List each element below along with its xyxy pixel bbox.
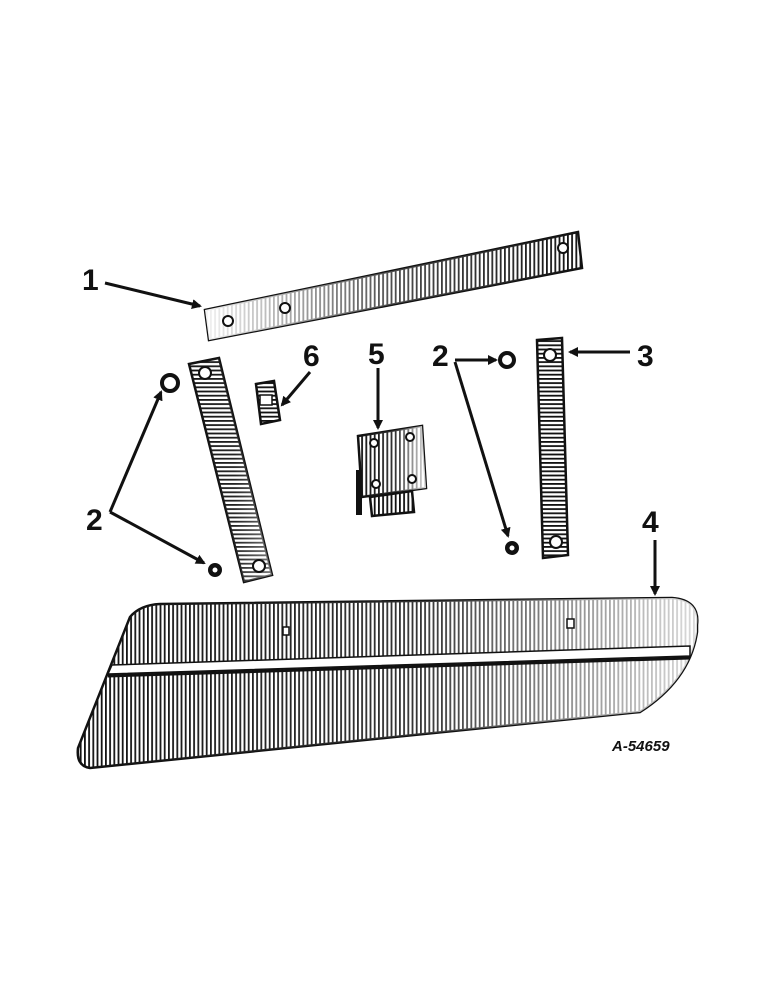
part-strap-left xyxy=(187,356,274,584)
callout-6: 6 xyxy=(303,340,320,373)
part-3-strap xyxy=(535,336,570,560)
nut-left-upper xyxy=(160,373,180,393)
callout-2-left: 2 xyxy=(86,504,103,537)
leader-2b-lower xyxy=(453,361,511,538)
leader-6 xyxy=(280,371,312,407)
leader-1 xyxy=(104,281,202,309)
callout-5: 5 xyxy=(368,338,385,371)
part-5-bracket xyxy=(356,424,428,518)
leader-2a-lower xyxy=(109,510,206,565)
part-4-shield xyxy=(76,596,699,770)
nut-right-upper xyxy=(498,351,516,369)
callout-3: 3 xyxy=(637,340,654,373)
callout-4: 4 xyxy=(642,506,659,539)
reference-code: A-54659 xyxy=(611,738,670,755)
leader-2a-upper xyxy=(108,390,163,513)
callout-1: 1 xyxy=(82,264,99,297)
leader-lines xyxy=(104,281,660,596)
part-1-bar xyxy=(203,230,584,342)
callout-2-right: 2 xyxy=(432,340,449,373)
part-6-clip xyxy=(254,379,282,426)
part-2-nuts xyxy=(160,351,519,577)
